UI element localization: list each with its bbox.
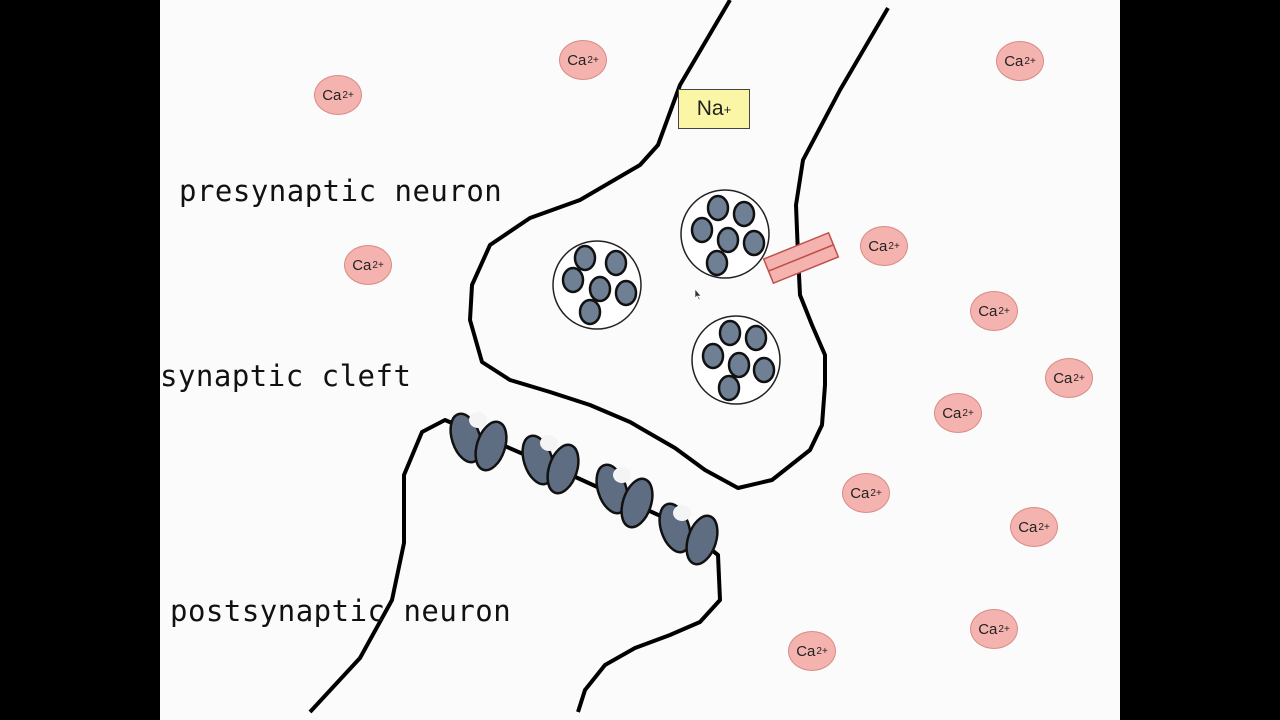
postsynaptic-membrane xyxy=(308,418,722,714)
presynaptic-label: presynaptic neuron xyxy=(179,174,503,208)
receptor-2 xyxy=(521,434,580,495)
sodium-ion-label: Na+ xyxy=(678,89,750,129)
receptor-4 xyxy=(658,502,719,566)
neurotransmitter xyxy=(604,249,628,277)
neurotransmitter xyxy=(727,351,751,379)
vesicle-3 xyxy=(691,315,781,405)
neurotransmitter xyxy=(561,266,585,294)
mouse-cursor-icon xyxy=(694,288,702,301)
neurotransmitter xyxy=(718,319,742,347)
neurotransmitter xyxy=(578,298,602,326)
neurotransmitter xyxy=(717,374,741,402)
synapse-drawing xyxy=(308,0,890,714)
neurotransmitter xyxy=(744,324,768,352)
receptor-1 xyxy=(449,412,508,472)
synapse-diagram: presynaptic neuron synaptic cleft postsy… xyxy=(160,0,1120,720)
neurotransmitter xyxy=(752,356,776,384)
presynaptic-membrane-left xyxy=(468,0,890,490)
neurotransmitter xyxy=(716,226,740,254)
neurotransmitter xyxy=(705,249,729,277)
synaptic-cleft-label: synaptic cleft xyxy=(160,359,412,393)
vesicle-1 xyxy=(552,240,642,330)
neurotransmitter xyxy=(588,275,612,303)
calcium-channel xyxy=(762,231,840,285)
receptor-3 xyxy=(595,463,654,529)
neurotransmitter xyxy=(732,200,756,228)
vesicle-2 xyxy=(680,189,770,279)
neurotransmitter xyxy=(614,279,638,307)
neurotransmitter xyxy=(701,342,725,370)
neurotransmitter xyxy=(706,194,730,222)
neurotransmitter xyxy=(742,229,766,257)
postsynaptic-label: postsynaptic neuron xyxy=(170,594,512,628)
neurotransmitter xyxy=(573,244,597,272)
neurotransmitter xyxy=(690,216,714,244)
